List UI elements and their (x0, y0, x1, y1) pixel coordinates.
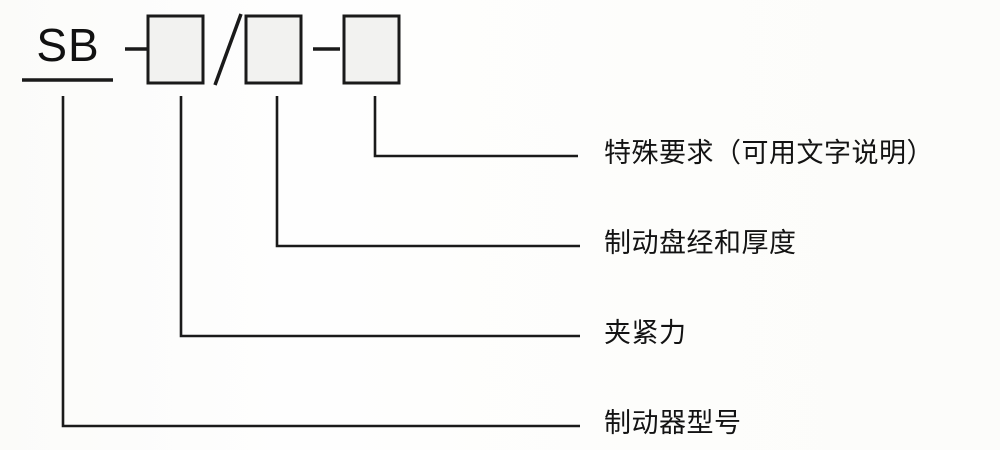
placeholder-box-1 (146, 14, 205, 85)
placeholder-box-3 (342, 14, 401, 85)
label-clamping-force: 夹紧力 (604, 318, 687, 349)
leader-line-clamping-force (179, 96, 580, 338)
label-disc-diameter-thickness: 制动盘经和厚度 (604, 228, 797, 259)
separator-slash (213, 13, 243, 86)
label-brake-model: 制动器型号 (604, 408, 742, 439)
placeholder-box-2 (244, 14, 303, 85)
leader-line-brake-model (61, 96, 580, 428)
leader-line-special-requirement (373, 96, 578, 158)
label-special-requirement: 特殊要求（可用文字说明） (604, 138, 934, 169)
prefix-code-text: SB (36, 19, 100, 71)
leader-line-disc-diameter-thickness (275, 96, 580, 248)
